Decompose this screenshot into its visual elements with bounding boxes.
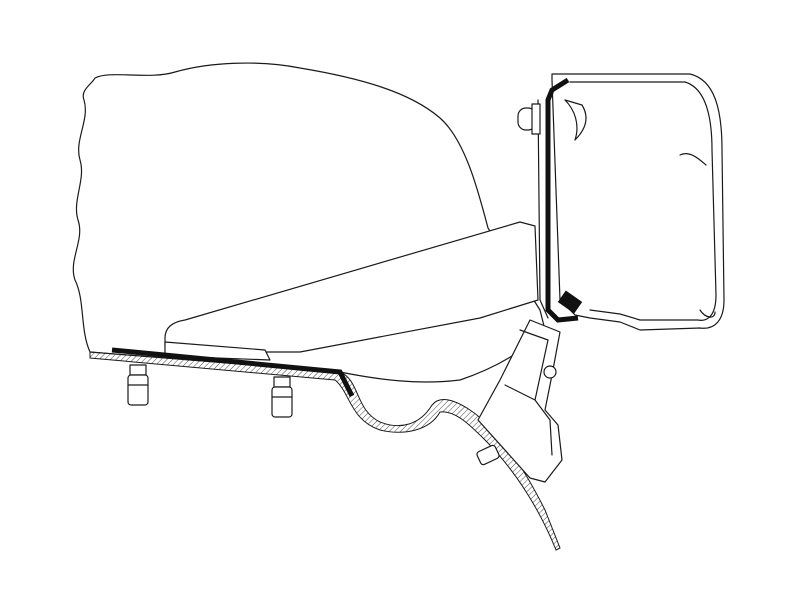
bracket-knob [543,365,557,379]
wedge-plate [164,221,539,353]
bolt-right [271,376,293,418]
clamp-screw [557,290,583,314]
lower-bracket-inner [504,329,553,456]
awning-profile [551,73,725,331]
awning-inner-line [569,81,717,321]
lower-bracket [477,319,563,483]
awning-hook [564,99,587,141]
bolt-lower [476,444,500,466]
bottom-rail [111,347,355,398]
mounting-strip [545,77,579,323]
rail-bolt [517,103,541,135]
roof-skin [89,351,561,551]
bolt-left [127,364,149,406]
mounting-strip-outline [537,99,549,319]
